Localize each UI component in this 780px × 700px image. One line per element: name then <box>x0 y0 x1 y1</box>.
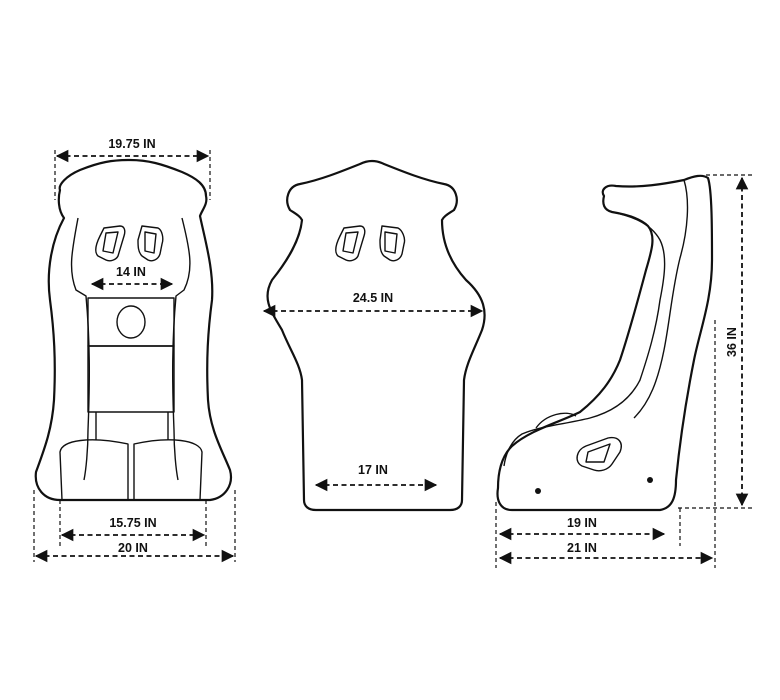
side-height-label: 36 IN <box>725 327 739 357</box>
front-left-harness-slot <box>95 225 126 262</box>
front-belt-hole <box>116 305 146 339</box>
front-right-cushion <box>133 439 203 501</box>
front-seat-shell <box>34 158 233 502</box>
front-right-harness-slot <box>137 225 164 262</box>
front-top-width-label: 19.75 IN <box>108 137 155 151</box>
back-right-harness-slot <box>379 225 406 262</box>
front-right-harness-slot-inner <box>144 231 157 254</box>
side-inner-depth-label: 19 IN <box>567 516 597 530</box>
front-cushion-top <box>95 412 169 440</box>
front-left-harness-slot-inner <box>102 231 119 254</box>
side-cushion-bump <box>535 412 577 429</box>
side-leg-slot-inner <box>585 443 611 463</box>
side-view: 36 IN 19 IN 21 IN <box>495 174 752 568</box>
back-view: 24.5 IN 17 IN <box>262 159 486 512</box>
back-base-width-label: 17 IN <box>358 463 388 477</box>
front-back-panel <box>87 345 175 413</box>
front-base-inner-width-label: 15.75 IN <box>109 516 156 530</box>
side-leg-slot <box>576 436 622 472</box>
front-inner-width-label: 14 IN <box>116 265 146 279</box>
front-base-outer-width-label: 20 IN <box>118 541 148 555</box>
side-inner-contour <box>503 211 666 467</box>
front-view: 19.75 IN 14 IN 15.75 IN 20 IN <box>33 137 236 563</box>
back-shoulder-width-label: 24.5 IN <box>353 291 393 305</box>
front-left-cushion <box>59 439 129 501</box>
side-bolster-edge <box>633 179 689 419</box>
side-mount-hole-front <box>535 488 541 494</box>
back-right-harness-slot-inner <box>384 231 398 254</box>
side-mount-hole-rear <box>647 477 653 483</box>
side-outer-depth-label: 21 IN <box>567 541 597 555</box>
back-left-harness-slot-inner <box>342 231 359 254</box>
front-inner-bolster <box>70 217 191 481</box>
back-left-harness-slot <box>335 225 366 262</box>
back-seat-shell <box>266 159 486 512</box>
